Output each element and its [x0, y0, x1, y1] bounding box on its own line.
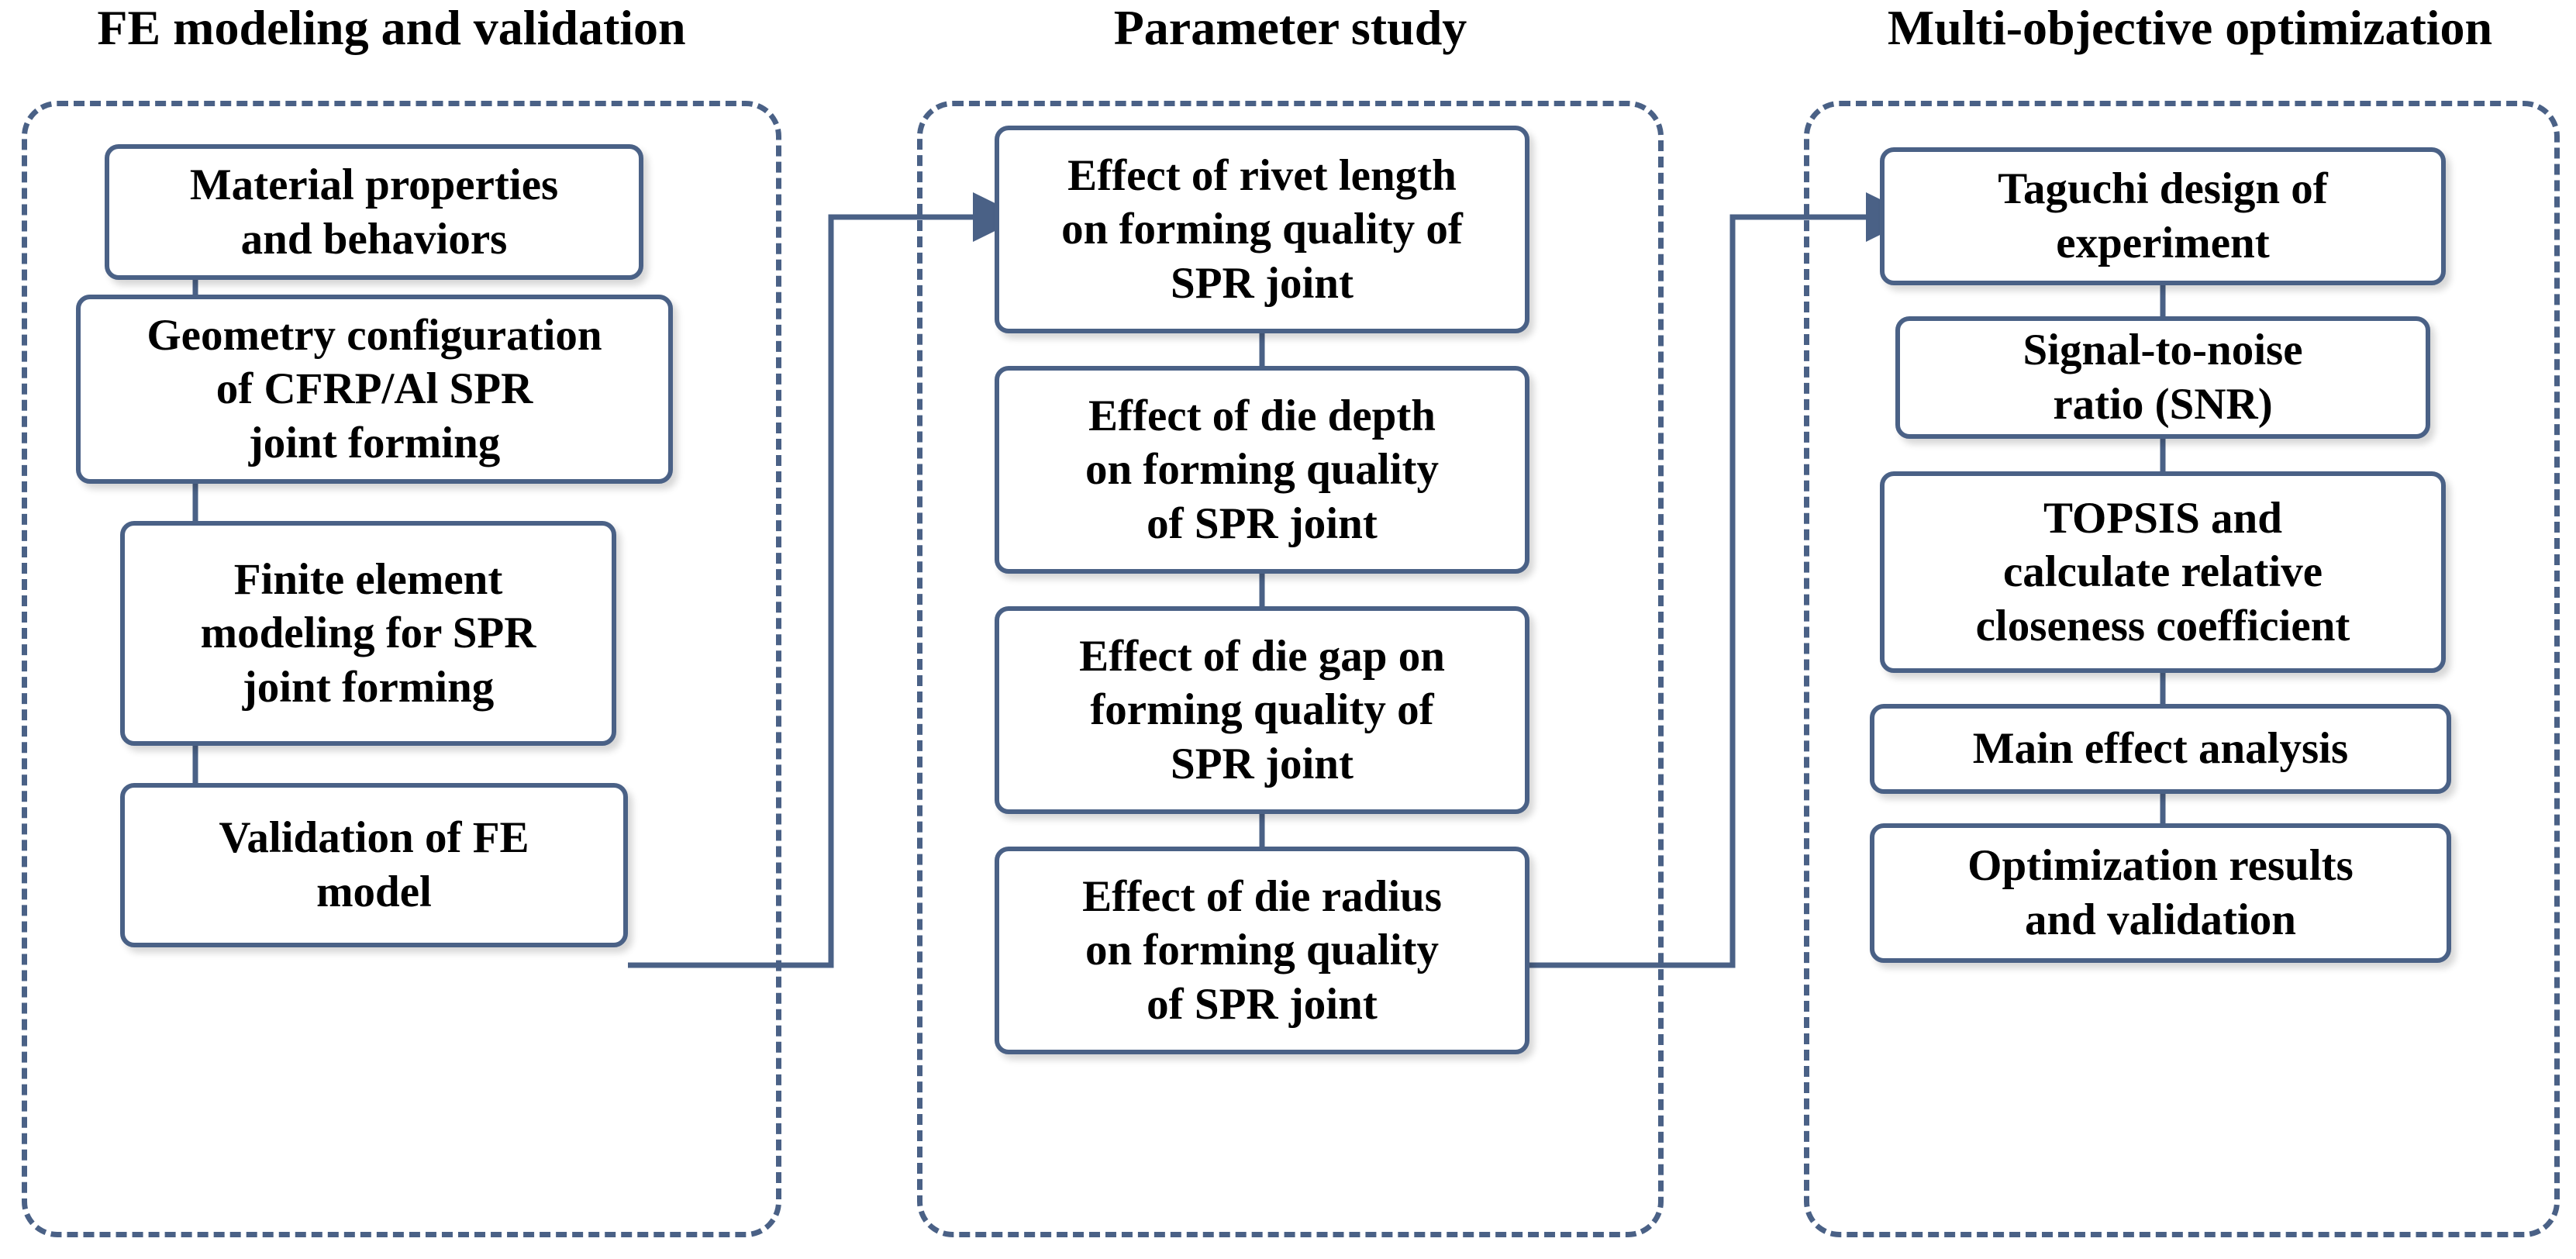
stage-container-multi-objective — [1804, 101, 2560, 1237]
node-effect-rivet-length[interactable]: Effect of rivet length on forming qualit… — [995, 126, 1529, 333]
node-label: Effect of die depth on forming quality o… — [1085, 391, 1440, 548]
node-label: Main effect analysis — [1972, 724, 2349, 774]
node-main-effect-analysis[interactable]: Main effect analysis — [1870, 704, 2451, 794]
node-label: Optimization results and validation — [1967, 841, 2354, 944]
stage-heading-parameter-study: Parameter study — [1113, 0, 1467, 55]
node-label: Geometry configuration of CFRP/Al SPR jo… — [147, 310, 602, 467]
node-label: Effect of die radius on forming quality … — [1082, 871, 1442, 1029]
node-label: TOPSIS and calculate relative closeness … — [1975, 493, 2350, 650]
node-taguchi-design[interactable]: Taguchi design of experiment — [1880, 147, 2446, 285]
node-label: Effect of die gap on forming quality of … — [1079, 631, 1445, 788]
node-optimization-results[interactable]: Optimization results and validation — [1870, 823, 2451, 963]
stage-container-parameter-study — [917, 101, 1664, 1237]
node-effect-die-depth[interactable]: Effect of die depth on forming quality o… — [995, 366, 1529, 574]
node-signal-to-noise-ratio[interactable]: Signal-to-noise ratio (SNR) — [1895, 316, 2430, 439]
node-topsis-closeness[interactable]: TOPSIS and calculate relative closeness … — [1880, 471, 2446, 673]
node-validation-of-fe-model[interactable]: Validation of FE model — [120, 783, 628, 947]
stage-container-fe-modeling — [22, 101, 781, 1237]
node-material-properties[interactable]: Material properties and behaviors — [105, 144, 643, 280]
node-finite-element-modeling[interactable]: Finite element modeling for SPR joint fo… — [120, 521, 616, 746]
node-label: Signal-to-noise ratio (SNR) — [2023, 326, 2303, 429]
stage-heading-multi-objective: Multi-objective optimization — [1887, 0, 2493, 55]
node-label: Effect of rivet length on forming qualit… — [1061, 150, 1463, 308]
stage-heading-fe-modeling: FE modeling and validation — [97, 0, 686, 55]
node-label: Material properties and behaviors — [189, 160, 559, 264]
node-geometry-configuration[interactable]: Geometry configuration of CFRP/Al SPR jo… — [76, 295, 673, 484]
node-label: Validation of FE model — [219, 813, 529, 916]
node-label: Taguchi design of experiment — [1998, 164, 2328, 267]
node-effect-die-radius[interactable]: Effect of die radius on forming quality … — [995, 847, 1529, 1054]
node-effect-die-gap[interactable]: Effect of die gap on forming quality of … — [995, 606, 1529, 814]
node-label: Finite element modeling for SPR joint fo… — [200, 554, 536, 712]
